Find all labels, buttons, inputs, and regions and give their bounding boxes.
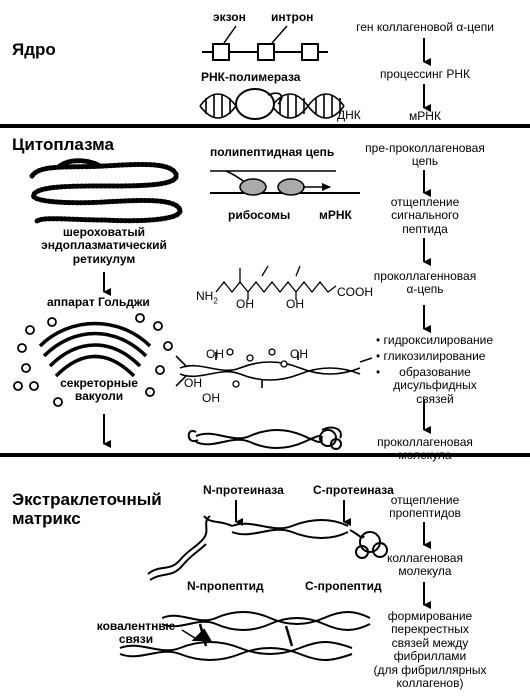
step-procollagen-chain-label: проколлагенновая α-цепь [373, 269, 477, 297]
polypeptide-chain-label: полипептидная цепь [210, 145, 335, 159]
procollagen-molecule-shape [187, 426, 342, 450]
step-crosslinks-label: формирование перекрестных связей между ф… [373, 609, 487, 691]
oh-label: OH [206, 347, 224, 361]
n-proteinase-label: N-протеиназа [203, 483, 284, 497]
oh-label: OH [236, 297, 254, 311]
step-cleavage-label: отщепление пропептидов [389, 493, 461, 521]
rough-er-label: шероховатый эндоплазматический ретикулум [41, 225, 167, 266]
section-cytoplasm-title: Цитоплазма [12, 135, 114, 154]
step-gene-label: ген коллагеновой α-цепи [356, 20, 494, 34]
exon-label: экзон [213, 10, 246, 24]
section-nucleus-title: Ядро [12, 40, 56, 59]
step-prepro-label: пре-проколлагеновая цепь [365, 141, 485, 169]
secretory-vacuoles-label: секреторные вакуоли [60, 376, 138, 404]
ribosome-translation-diagram [210, 170, 360, 196]
cooh-label: COOH [337, 285, 373, 299]
step-processing-label: процессинг РНК [380, 67, 470, 81]
bullet: • [376, 333, 381, 347]
step-collagen-label: коллагеновая молекула [387, 551, 463, 579]
c-propeptide-shape [349, 529, 388, 559]
golgi-label: аппарат Гольджи [47, 295, 150, 309]
modification-disulfide-bullet: • [376, 365, 381, 379]
section-extracellular-title: Экстраклеточный матрикс [12, 490, 162, 529]
step-mrna-label: мРНК [409, 109, 441, 123]
oh-label: OH [290, 347, 308, 361]
dna-label: ДНК [337, 108, 361, 122]
rough-er-shape [29, 158, 183, 225]
procollagen-cleavage-helix [203, 515, 349, 539]
polypeptide-skeletal-chain [215, 265, 337, 300]
modification-glycosylation: • гликозилирование [376, 349, 486, 363]
covalent-bonds-pointer [181, 629, 199, 641]
oh-label: OH [202, 391, 220, 405]
step-signal-label: отщепление сигнального пептида [390, 195, 460, 236]
ribosomes-label: рибосомы [228, 208, 291, 222]
modification-hydroxylation: • гидроксилирование [376, 333, 494, 347]
oh-label: OH [184, 376, 202, 390]
oh-label: OH [286, 297, 304, 311]
bullet: • [376, 349, 381, 363]
step-procollagen-molecule-label: проколлагеновая молекула [377, 435, 473, 463]
secretory-vesicles [13, 313, 173, 407]
modification-disulfide: образование дисульфидных связей [393, 365, 477, 406]
glycosyl-circles [226, 348, 288, 388]
n-propeptide-label: N-пропептид [187, 579, 264, 593]
crosslinked-fibrils [119, 611, 371, 661]
rna-polymerase-shape [235, 88, 283, 120]
cyto-mrna-label: мРНК [319, 208, 352, 222]
rna-polymerase-label: РНК-полимераза [201, 70, 301, 84]
triple-helix-forming [175, 352, 373, 388]
golgi-apparatus-shape [38, 321, 152, 378]
c-propeptide-label: С-пропептид [305, 579, 382, 593]
intron-label: интрон [271, 10, 314, 24]
n-propeptide-shape [147, 515, 211, 581]
gene-exon-intron-diagram [202, 25, 328, 61]
covalent-bonds-label: ковалентные связи [96, 619, 176, 647]
c-proteinase-label: С-протеиназа [313, 483, 394, 497]
nh2-label: NH2 [196, 289, 218, 306]
